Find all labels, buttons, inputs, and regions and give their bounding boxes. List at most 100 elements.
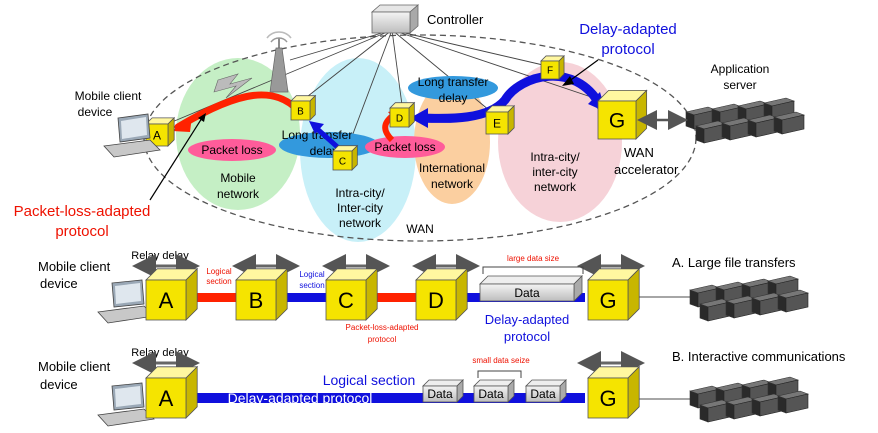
international-network-area [414,80,490,204]
wan-accelerator-l1: WAN [624,145,654,160]
node-c-label: C [339,156,346,167]
application-server-l1: Application [711,62,770,76]
long-transfer-delay-2-l2: delay [439,91,468,105]
row-a-delay-l2: protocol [504,329,550,344]
top-nodes: A B C D E F G [145,54,648,171]
row-a-logical-2-l2: section [299,281,324,290]
server-rack-front [785,393,809,414]
packet-loss-oval-1 [188,139,276,161]
international-l1: International [419,161,485,175]
server-rack-side [751,398,761,417]
controller-label: Controller [427,12,484,27]
row-a-node-c-label: C [338,288,354,313]
server-rack-side [777,395,787,414]
antenna-tower [266,31,292,93]
node-f-label: F [547,66,553,77]
node-a-label: A [153,128,161,142]
packet-loss-oval-2 [365,136,445,158]
intra-city-1-l2: Inter-city [337,201,383,215]
delay-pointer-head [562,76,574,86]
row-a-logical-1-l2: section [206,277,231,286]
node-d-label: D [396,113,403,124]
row-a-client-l1: Mobile client [38,259,111,274]
row-a-node-b: B [235,267,289,321]
packet-loss-protocol-l2: protocol [55,223,108,240]
packet-loss-2: Packet loss [374,140,435,154]
delay-pointer [567,59,599,83]
row-b-link [190,393,585,403]
node-f: F [540,54,566,80]
row-b-data-bracket [477,370,522,378]
row-a-node-d-label: D [428,288,444,313]
row-a-link-cd [370,293,420,302]
node-a: A [145,116,176,147]
row-b-delay-protocol: Delay-adapted protocol [228,390,373,406]
node-e-label: E [493,116,501,130]
server-rack-side [685,111,695,130]
mobile-client-l1: Mobile client [75,89,142,103]
application-server-icon [684,97,806,144]
server-rack-side [699,404,709,423]
laptop-icon-row-a [97,279,155,324]
wireless-bolt-icon [213,73,253,99]
packet-loss-pointer-head [198,113,206,122]
packet-loss-arrowhead [172,116,192,132]
row-b-data-label: Data [478,387,504,401]
row-a-node-a: A [145,267,199,321]
row-b-data-block: Data [525,379,567,403]
row-a-packet-loss-l2: protocol [368,335,397,344]
b-arrowhead [309,121,324,134]
row-a-data-bracket [482,266,584,274]
row-b-client-l1: Mobile client [38,359,111,374]
long-transfer-delay-2-l1: Long transfer [418,75,489,89]
row-b-node-g-label: G [599,386,616,411]
server-rack-side [689,390,699,409]
row-b-data-block: Data [422,379,464,403]
row-a-client-l2: device [40,276,78,291]
laptop-icon-row-b [97,382,155,427]
packet-loss-pointer [149,117,203,201]
laptop-icon-top [103,113,161,158]
mobile-network-l2: network [217,187,260,201]
long-transfer-delay-oval-2 [408,76,498,100]
row-a-relay-delay: Relay delay [131,250,189,262]
node-e: E [485,104,516,135]
long-transfer-delay-1-l2: delay [310,144,339,158]
intra-city-1-l3: network [339,216,382,230]
server-rack-side [721,122,731,141]
row-a-link-bc [280,293,330,302]
row-b-server-icon [688,376,810,423]
application-server-l2: server [723,78,756,92]
delay-protocol-l1: Delay-adapted [579,21,677,38]
row-a-delay-l1: Delay-adapted [485,312,570,327]
wan-label: WAN [406,222,434,236]
row-a-data-label: Data [514,286,540,300]
server-rack-side [777,294,787,313]
row-b-node-g: G [587,365,641,419]
node-d: D [389,101,416,128]
node-g-label: G [609,110,625,133]
row-b-client-l2: device [40,377,78,392]
row-b-title: B. Interactive communications [672,349,846,364]
mobile-client-l2: device [78,105,113,119]
row-a-node-a-label: A [159,288,174,313]
delay-protocol-l2: protocol [601,41,654,58]
row-a-logical-1-l1: Logical [206,267,232,276]
row-a-link-ab [190,293,240,302]
row-a-data-block [479,275,583,302]
node-g: G [597,89,648,140]
row-a-server-icon [688,275,810,322]
server-rack-side [689,289,699,308]
long-transfer-delay-1-l1: Long transfer [282,128,353,142]
node-b: B [290,94,317,121]
controller-server [370,4,420,34]
international-l2: network [431,177,474,191]
server-rack-side [695,125,705,144]
row-a-node-c: C [325,267,379,321]
row-a-packet-loss-l1: Packet-loss-adapted [346,323,419,332]
server-rack-front [781,114,805,135]
wan-accelerator-l2: accelerator [614,162,679,177]
row-b-data-block: Data [473,379,515,403]
node-b-label: B [297,106,304,117]
